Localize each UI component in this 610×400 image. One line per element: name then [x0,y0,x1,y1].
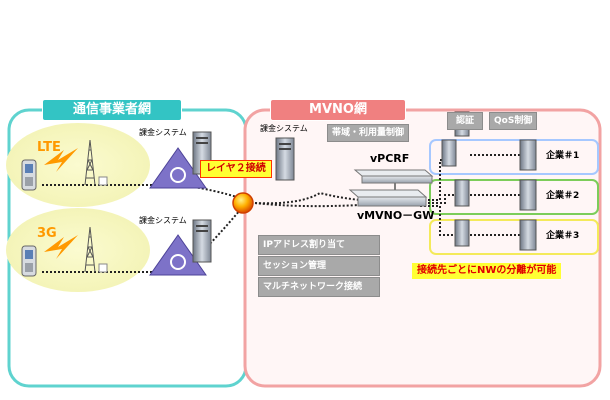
lte-bolt-icon [44,148,78,172]
edge-server-2-icon [454,179,470,207]
layer2-callout: レイヤ２接続 [200,160,272,178]
lte-base-box-icon [98,176,108,186]
gw-function-session: セッション管理 [258,256,380,276]
enterprise-3-frame [429,219,599,255]
threeg-base-box-icon [98,263,108,273]
auth-box: 認証 [447,112,483,130]
vmvno-gw-label: vMVNO－GW [357,209,435,222]
vpcrf-label: vPCRF [370,152,410,165]
layer2-junction-icon [232,192,254,214]
edge-server-1-icon [441,139,457,167]
separation-note: 接続先ごとにNWの分離が可能 [412,263,562,279]
lte-label: LTE [37,140,61,155]
carrier-billing-server-2-icon [192,219,212,263]
carrier-billing-label-1: 課金システム [139,128,187,137]
edge-server-3-icon [454,219,470,247]
carrier-network-title: 通信事業者網 [42,99,182,121]
enterprise-2-frame [429,179,599,215]
threeg-tower-icon [84,226,96,273]
enterprise-1-server-icon [519,139,537,171]
threeg-gateway-icon [149,234,207,276]
enterprise-1-frame [429,139,599,175]
threeg-label: 3G [37,226,57,241]
carrier-billing-label-2: 課金システム [139,216,187,225]
mvno-network-title: MVNO網 [270,99,406,121]
gw-function-multinet: マルチネットワーク接続 [258,277,380,297]
threeg-phone-icon [21,245,37,277]
qos-control-box: QoS制御 [489,112,538,130]
enterprise-3-server-icon [519,219,537,251]
enterprise-3-label: 企業＃3 [546,231,580,241]
gw-function-ip: IPアドレス割り当て [258,235,380,255]
vmvno-gw-rack-icon [348,189,428,207]
lte-phone-icon [21,159,37,191]
enterprise-2-label: 企業＃2 [546,191,580,201]
lte-tower-icon [84,139,96,186]
lte-gateway-icon [149,147,207,189]
mvno-billing-label: 課金システム [260,124,308,133]
threeg-bolt-icon [44,235,78,259]
enterprise-1-label: 企業＃1 [546,151,580,161]
vpcrf-rack-icon [353,169,434,184]
bandwidth-control-box: 帯域・利用量制御 [327,124,410,142]
enterprise-2-server-icon [519,179,537,211]
mvno-billing-server-icon [275,137,295,181]
